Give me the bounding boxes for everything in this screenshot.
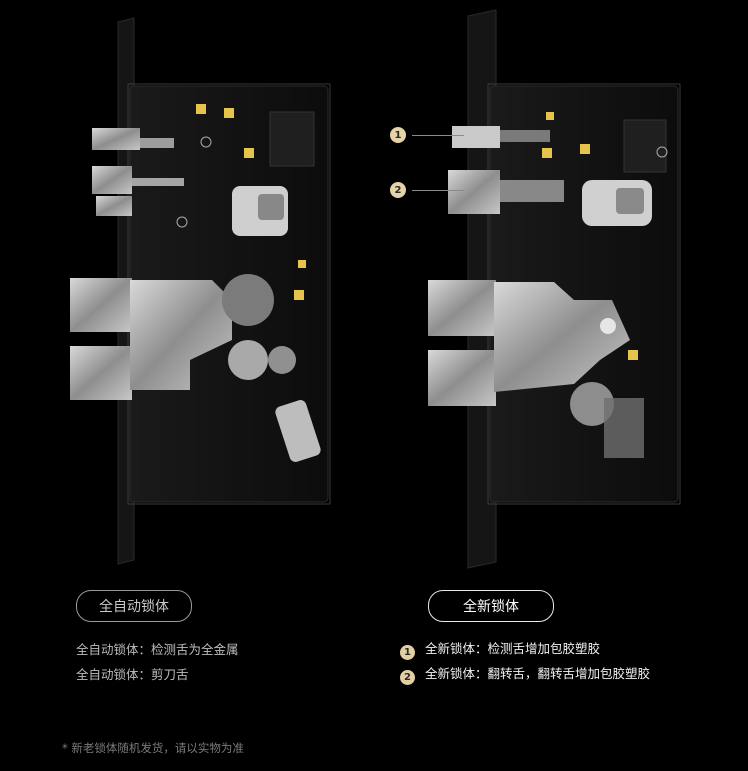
callout-1-leader — [412, 134, 464, 136]
left-title-pill: 全自动锁体 — [76, 590, 192, 622]
left-lock-body — [70, 17, 331, 565]
lock-bodies-illustration — [70, 9, 681, 569]
right-line-1-text: 全新锁体：检测舌增加包胶塑胶 — [425, 641, 601, 656]
callout-2-marker: 2 — [390, 182, 406, 198]
right-line-2-marker: 2 — [400, 670, 415, 685]
footnote: * 新老锁体随机发货，请以实物为准 — [62, 741, 244, 755]
callout-1-marker: 1 — [390, 127, 406, 143]
right-line-2-text: 全新锁体：翻转舌，翻转舌增加包胶塑胶 — [425, 666, 651, 681]
callout-1: 1 — [390, 127, 464, 143]
left-line-2: 全自动锁体：剪刀舌 — [76, 667, 189, 682]
callout-2-leader — [412, 189, 464, 191]
right-line-1-marker: 1 — [400, 645, 415, 660]
left-line-1: 全自动锁体：检测舌为全金属 — [76, 642, 239, 657]
right-lock-body — [428, 9, 681, 569]
right-title-pill: 全新锁体 — [428, 590, 554, 622]
callout-2: 2 — [390, 182, 464, 198]
right-line-2: 2 全新锁体：翻转舌，翻转舌增加包胶塑胶 — [400, 663, 650, 685]
right-line-1: 1 全新锁体：检测舌增加包胶塑胶 — [400, 638, 600, 660]
